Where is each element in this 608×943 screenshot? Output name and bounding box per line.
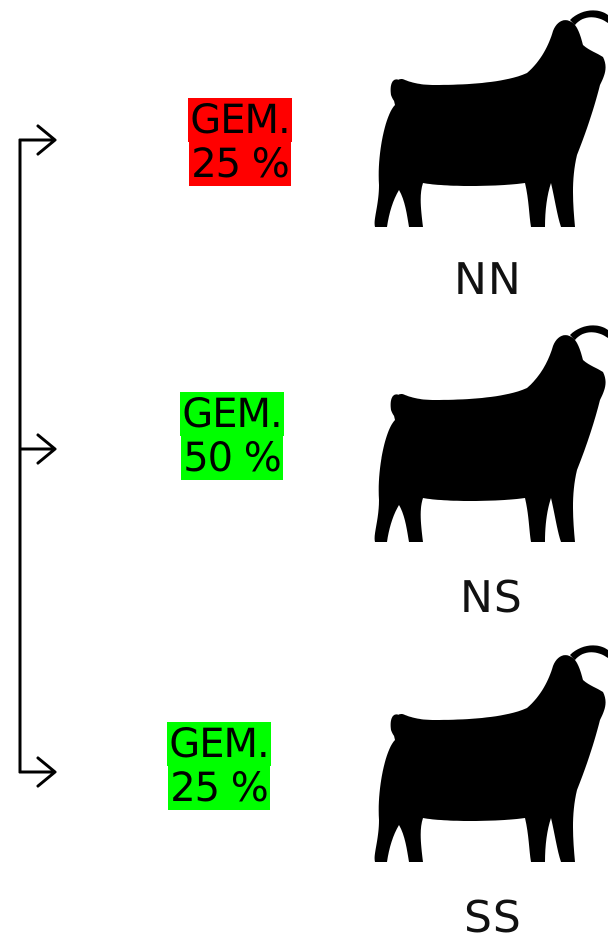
genotype-label-nn: NN	[454, 254, 522, 305]
label-row-3: GEM. 25 %	[164, 722, 274, 810]
label-row-1-line-1: GEM.	[188, 97, 292, 143]
arrow-1-head	[36, 124, 57, 156]
label-row-1-line-2: 25 %	[189, 141, 291, 187]
label-row-2-line-1: GEM.	[180, 391, 284, 437]
arrow-3-head	[36, 756, 57, 788]
goat-silhouette-icon	[374, 10, 608, 227]
label-row-2-line-2: 50 %	[181, 435, 283, 481]
label-row-3-line-2: 25 %	[168, 765, 270, 811]
goat-silhouette-icon	[374, 325, 608, 542]
label-row-3-line-1: GEM.	[167, 721, 271, 767]
label-row-2: GEM. 50 %	[176, 392, 288, 480]
goat-silhouette-icon	[374, 645, 608, 862]
genotype-label-ns: NS	[460, 572, 523, 623]
genotype-label-ss: SS	[464, 892, 522, 943]
label-row-1: GEM. 25 %	[178, 98, 302, 186]
arrow-2-head	[36, 433, 57, 465]
bracket-arrows	[18, 124, 57, 788]
